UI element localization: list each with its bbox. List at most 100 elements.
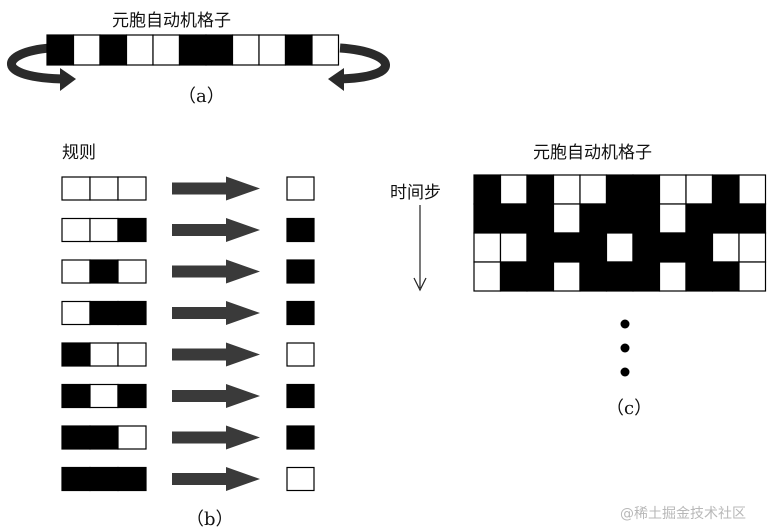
rule-output-cell [286,259,315,284]
panel-c-label: （c） [606,398,653,419]
wrap-arrow-right [337,43,390,84]
rule-arrow [172,342,260,367]
rule-input-cell [89,300,119,326]
grid-row [473,203,767,234]
rule-input-cell [117,259,147,284]
grid-cell [658,232,687,263]
panel-b-label: （b） [186,509,234,530]
grid-cell [658,174,687,205]
grid-cell [473,203,502,234]
rule-output-cell [286,425,315,450]
rule-arrow [172,467,260,491]
rule-output-cell [286,176,315,201]
wrap-arrowhead-left [60,68,76,91]
rule-row [61,466,315,492]
grid-cell [605,174,634,205]
lattice-cell [125,34,154,66]
grid-cell [632,203,661,234]
rule-input-cell [89,176,119,201]
rule-input-cell [89,466,119,492]
watermark: @稀土掘金技术社区 [620,506,746,522]
grid-cell [473,261,502,292]
rule-input-cell [117,425,147,450]
grid-cell [658,261,687,292]
continuation-dot [620,343,630,353]
rule-input-cell [61,300,91,326]
grid-cell [579,203,608,234]
grid-cell [738,232,767,263]
grid-cell [711,174,740,205]
grid-cell [499,261,528,292]
rule-arrow [172,218,260,242]
grid-cell [499,232,528,263]
rule-input-cell [117,300,147,326]
rule-input-cell [117,217,147,243]
rule-row [61,425,315,450]
lattice-cell [284,34,313,66]
rule-input-cell [89,342,119,367]
lattice-cell [178,34,207,66]
grid-cell [526,232,555,263]
panel-a-title: 元胞自动机格子 [112,11,231,31]
rule-arrow [172,301,260,325]
grid-cell [632,261,661,292]
lattice-cell [46,34,75,66]
grid-cell [685,174,714,205]
grid-cell [499,203,528,234]
grid-cell [632,174,661,205]
rule-input-cell [61,217,91,243]
rule-row [61,342,315,367]
grid-cell [526,261,555,292]
rule-output-cell [286,300,315,326]
continuation-dot [620,319,630,329]
panel-a-label: （a） [178,86,225,107]
grid-row [473,232,767,263]
rule-input-cell [89,425,119,450]
lattice-cell [258,34,287,66]
rule-input-cell [89,259,119,284]
time-arrowhead [413,277,427,292]
rule-arrow [172,259,260,284]
grid-cell [552,232,581,263]
grid-cell [605,232,634,263]
grid-row [473,261,767,292]
rule-arrow [172,425,260,450]
grid-row [473,174,767,205]
rule-output-cell [286,342,315,367]
grid-cell [685,232,714,263]
panel-b-rules [61,176,315,492]
panel-b-title: 规则 [62,143,96,163]
rule-input-cell [117,342,147,367]
panel-a-lattice [7,34,390,91]
rule-output-cell [286,217,315,243]
grid-cell [685,261,714,292]
grid-cell [579,174,608,205]
grid-cell [711,261,740,292]
lattice-cell [72,34,101,66]
rule-input-cell [89,383,119,409]
rule-output-cell [286,466,315,492]
grid-cell [473,174,502,205]
grid-cell [579,232,608,263]
grid-cell [552,174,581,205]
panel-c-evolution-grid [413,174,767,377]
grid-cell [526,174,555,205]
rule-input-cell [61,259,91,284]
lattice-cell [205,34,234,66]
rule-row [61,176,315,201]
grid-cell [552,203,581,234]
rule-row [61,259,315,284]
rule-row [61,300,315,326]
grid-cell [605,261,634,292]
rule-input-cell [61,466,91,492]
wrap-arrowhead-right [328,68,344,91]
rule-input-cell [61,176,91,201]
grid-cell [738,203,767,234]
rule-arrow [172,384,260,408]
grid-cell [579,261,608,292]
rule-input-cell [117,383,147,409]
rule-input-cell [117,466,147,492]
time-step-label: 时间步 [390,183,441,203]
rule-input-cell [61,425,91,450]
